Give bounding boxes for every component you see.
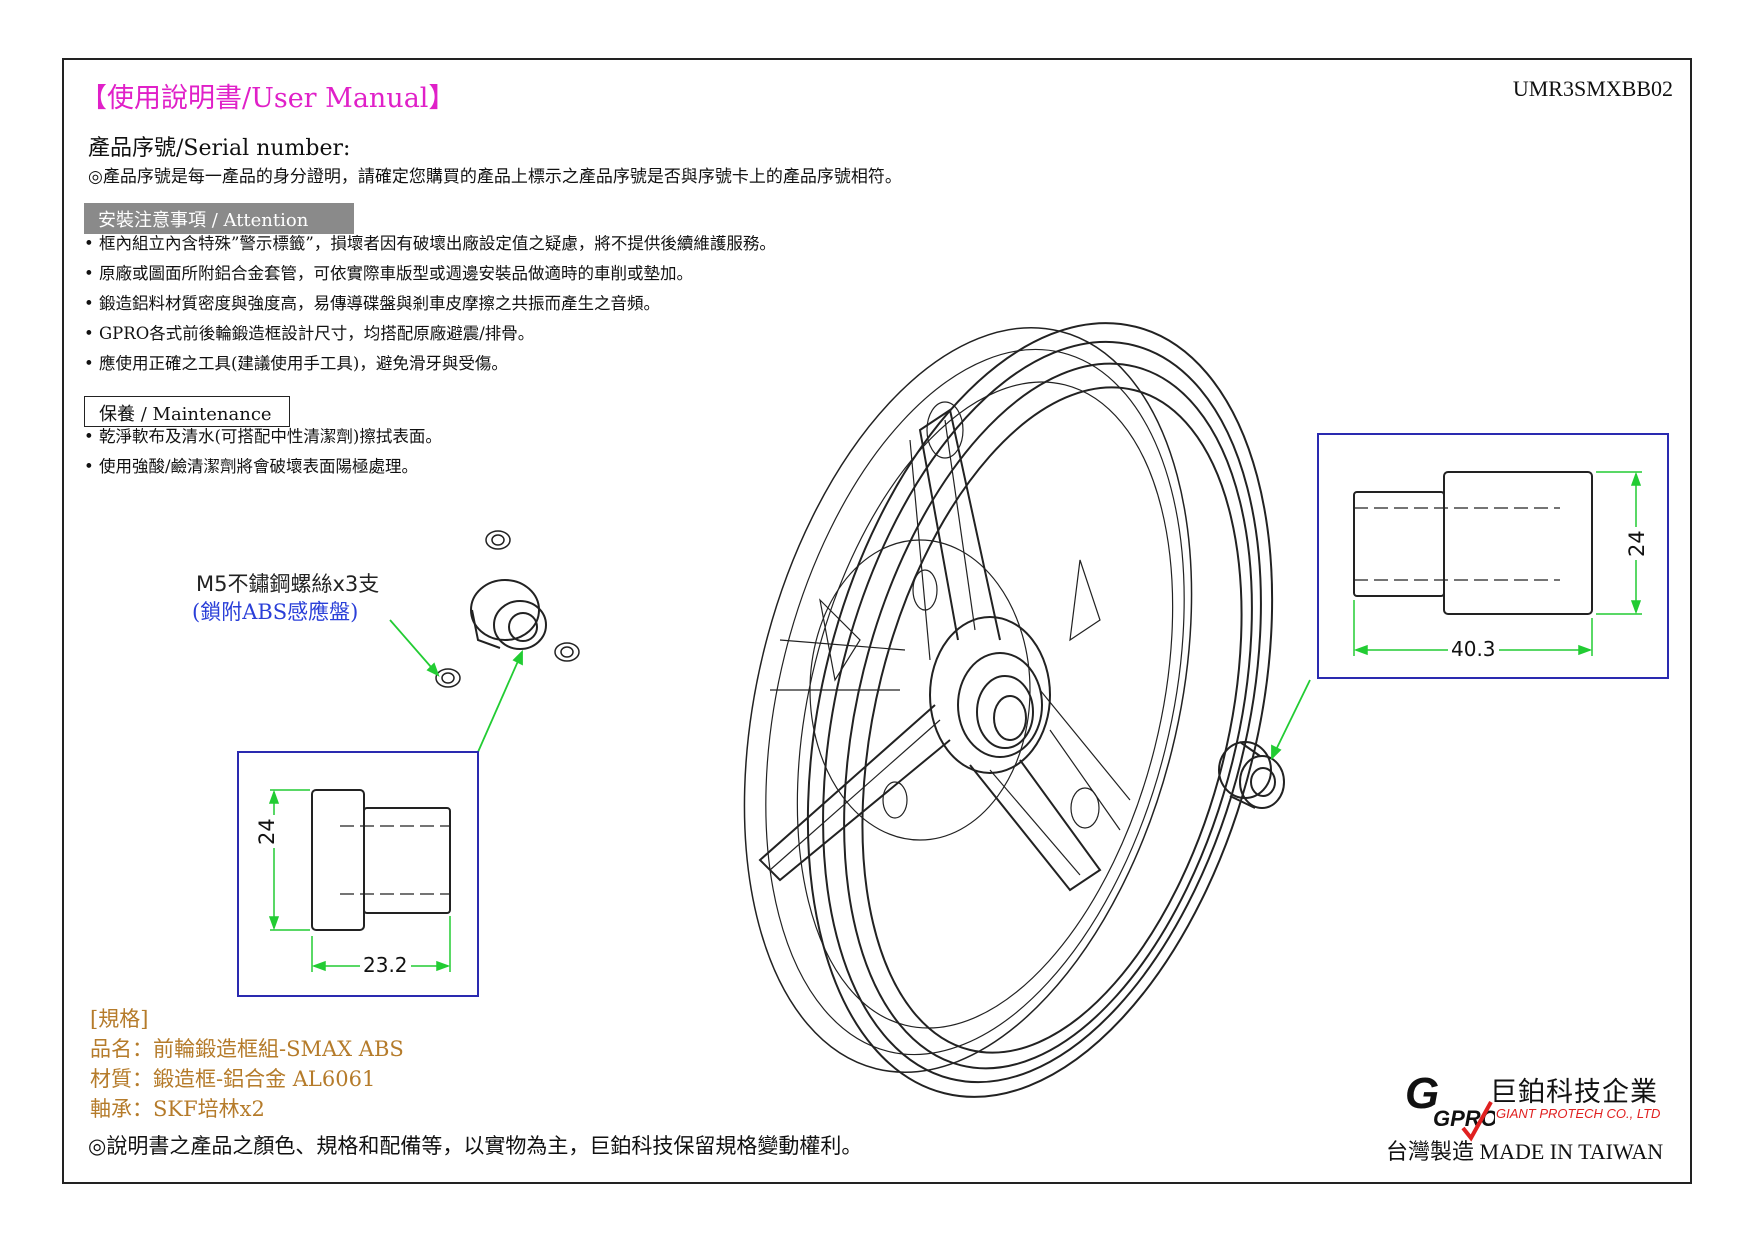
gpro-logo: G GPRO — [1405, 1069, 1495, 1142]
spec-material: 材質：鍛造框-鋁合金 AL6061 — [90, 1067, 376, 1091]
made-in-en: MADE IN TAIWAN — [1479, 1139, 1664, 1164]
made-in-taiwan: 台灣製造 MADE IN TAIWAN — [1386, 1134, 1663, 1166]
right-width-dimension: 40.3 — [1448, 637, 1499, 661]
screw-callout-sub: (鎖附ABS感應盤) — [192, 600, 359, 624]
serial-number-note: ◎產品序號是每一產品的身分證明，請確定您購買的產品上標示之產品序號是否與序號卡上… — [88, 167, 902, 187]
disclaimer-note: ◎說明書之產品之顏色、規格和配備等，以實物為主，巨鉑科技保留規格變動權利。 — [88, 1134, 863, 1158]
serial-number-label: 產品序號/Serial number: — [88, 136, 351, 161]
svg-text:G: G — [1405, 1069, 1439, 1118]
brand-name-cn: 巨鉑科技企業 — [1490, 1077, 1658, 1108]
left-width-dimension: 23.2 — [360, 953, 411, 977]
manual-title: 【使用說明書/User Manual】 — [80, 83, 456, 114]
spec-heading: [規格] — [90, 1007, 149, 1031]
document-id: UMR3SMXBB02 — [1512, 76, 1673, 101]
left-height-dimension: 24 — [255, 815, 279, 848]
spec-product-name: 品名：前輪鍛造框組-SMAX ABS — [90, 1037, 404, 1061]
attention-item: 原廠或圖面所附鋁合金套管，可依實際車版型或週邊安裝品做適時的車削或墊加。 — [84, 259, 776, 289]
right-spacer-illustration — [1218, 741, 1285, 809]
maintenance-list: 乾淨軟布及清水(可搭配中性清潔劑)擦拭表面。 使用強酸/鹼清潔劑將會破壞表面陽極… — [84, 422, 442, 482]
page-frame — [62, 58, 1692, 1184]
attention-item: 鍛造鋁料材質密度與強度高，易傳導碟盤與剎車皮摩擦之共振而產生之音頻。 — [84, 289, 776, 319]
attention-item: 框內組立內含特殊”警示標籤”，損壞者因有破壞出廠設定值之疑慮，將不提供後續維護服… — [84, 229, 776, 259]
made-in-cn: 台灣製造 — [1386, 1140, 1475, 1165]
spec-bearing: 軸承：SKF培林x2 — [90, 1097, 265, 1121]
attention-item: 應使用正確之工具(建議使用手工具)，避免滑牙與受傷。 — [84, 349, 776, 379]
screw-callout: M5不鏽鋼螺絲x3支 — [196, 572, 380, 596]
wheel-illustration — [743, 322, 1274, 1098]
left-dimension-box — [237, 751, 479, 997]
left-spacer-illustration — [470, 579, 547, 650]
right-height-dimension: 24 — [1625, 527, 1649, 560]
brand-name-en: GIANT PROTECH CO., LTD — [1496, 1106, 1661, 1121]
attention-item: GPRO各式前後輪鍛造框設計尺寸，均搭配原廠避震/排骨。 — [84, 319, 776, 349]
attention-list: 框內組立內含特殊”警示標籤”，損壞者因有破壞出廠設定值之疑慮，將不提供後續維護服… — [84, 229, 776, 379]
maintenance-item: 乾淨軟布及清水(可搭配中性清潔劑)擦拭表面。 — [84, 422, 442, 452]
maintenance-item: 使用強酸/鹼清潔劑將會破壞表面陽極處理。 — [84, 452, 442, 482]
screw-illustrations — [435, 530, 580, 688]
